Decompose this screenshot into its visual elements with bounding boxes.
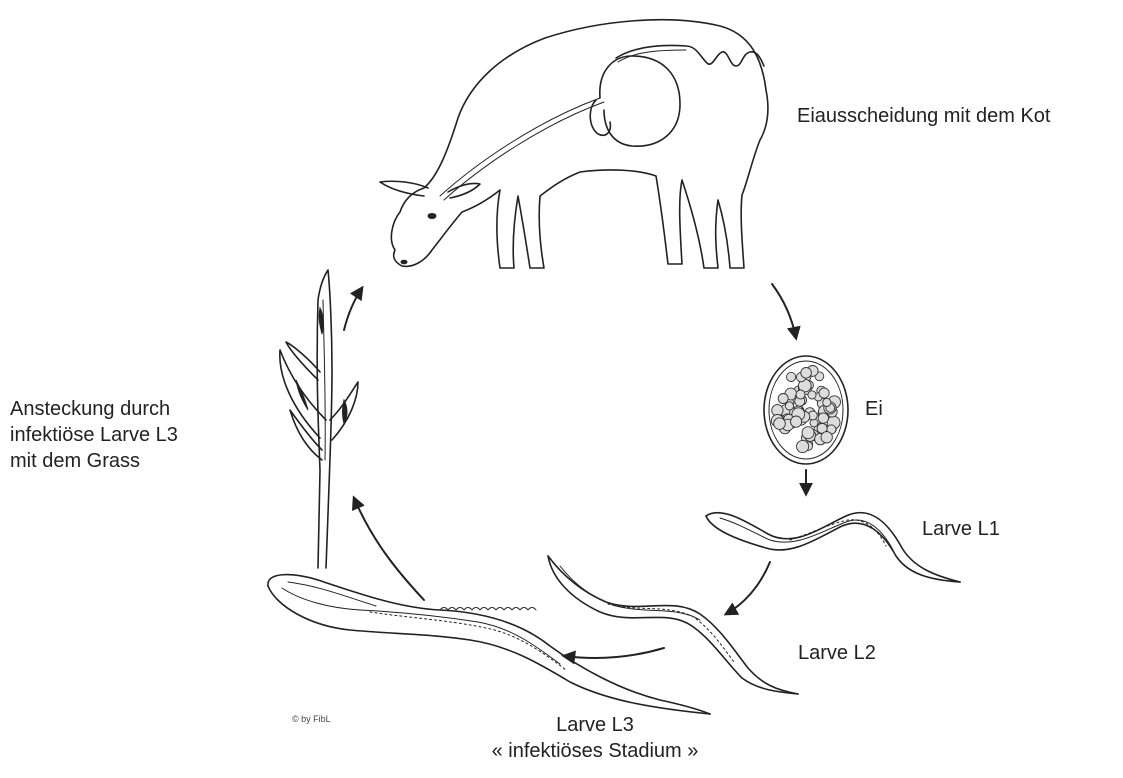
grass-illustration [280,270,358,568]
egg-cell [791,416,802,427]
label-egg: Ei [865,396,883,422]
arrow-l1-to-l2 [726,562,770,614]
egg-cell [778,394,788,404]
label-larva-l3-stage: « infektiöses Stadium » [470,738,720,764]
label-egg-excretion: Eiausscheidung mit dem Kot [797,103,1050,129]
label-larva-l3: Larve L3 [470,712,720,738]
egg-cell [821,432,832,443]
egg-cell [796,390,805,399]
copyright-credit: © by FibL [292,714,331,724]
egg-cell [801,368,812,379]
arrow-l3-to-grass [354,498,424,600]
label-larva-l1: Larve L1 [922,516,1000,542]
egg-cell [823,398,831,406]
label-larva-l2: Larve L2 [798,640,876,666]
label-infection-line3: mit dem Grass [10,448,178,474]
label-infection-line2: infektiöse Larve L3 [10,422,178,448]
arrow-sheep-to-egg [772,284,796,338]
egg-cell [818,413,828,423]
egg-cell [785,402,793,410]
egg-cell [787,372,796,381]
egg-cell [808,391,816,399]
egg-cell [819,388,829,398]
egg-cell [802,427,814,439]
sheep-illustration [380,20,768,268]
larva-l3-illustration [268,575,710,714]
label-infection-line1: Ansteckung durch [10,396,178,422]
larva-l2-illustration [548,556,798,694]
label-larva-l3-block: Larve L3 « infektiöses Stadium » [470,712,720,764]
label-infection: Ansteckung durch infektiöse Larve L3 mit… [10,396,178,474]
egg-cell [797,440,809,452]
arrow-l2-to-l3 [564,648,664,658]
arrow-grass-to-sheep [344,288,362,330]
egg-illustration [764,356,848,464]
egg-cell [774,418,786,430]
